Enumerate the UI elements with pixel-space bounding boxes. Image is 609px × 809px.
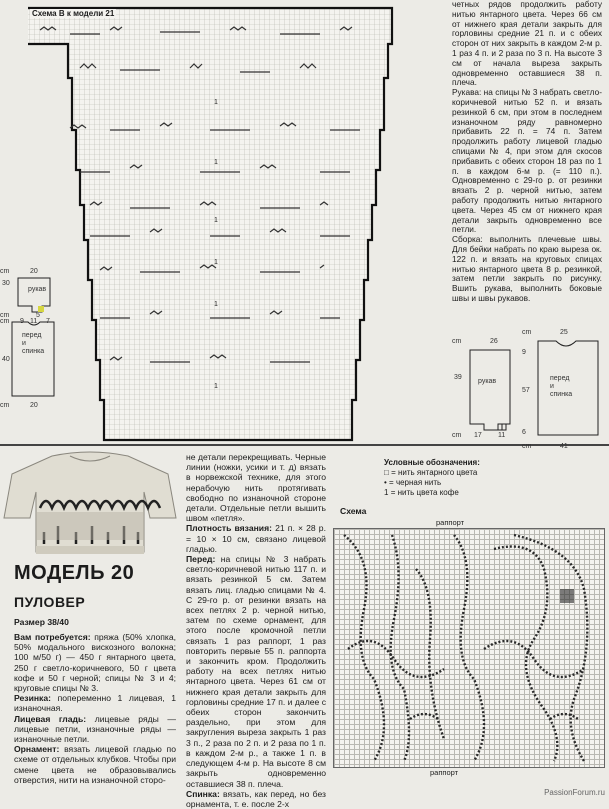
- text-paragraph: Лицевая гладь: лицевые ряды — лицевые пе…: [14, 713, 176, 745]
- body-label: перед: [22, 332, 42, 339]
- watermark: PassionForum.ru: [544, 788, 605, 797]
- dim-b1: 17: [474, 432, 482, 439]
- svg-text:1: 1: [214, 217, 218, 224]
- svg-text:1: 1: [214, 383, 218, 390]
- dim-side: 57: [522, 387, 530, 394]
- cm-label: cm: [0, 268, 10, 275]
- model-title: МОДЕЛЬ 20: [14, 562, 135, 584]
- yoke-chart-title: Схема В к модели 21: [30, 9, 117, 18]
- yoke-chart: 111 111: [28, 6, 394, 442]
- body-label: спинка: [550, 391, 573, 398]
- svg-text:1: 1: [214, 159, 218, 166]
- body-label: и: [550, 383, 554, 390]
- dim-b2: 11: [498, 432, 506, 439]
- dim-top: 26: [490, 338, 498, 345]
- divider: [0, 444, 609, 446]
- instructions-col-1: Вам потребуется: пряжа (50% хлопка, 50% …: [14, 632, 176, 785]
- sleeve-right-schematic: cm 26 39 рукав cm 17 11: [452, 330, 522, 440]
- dim-side: 6: [522, 429, 526, 436]
- rapport-top-label: раппорт: [436, 518, 465, 527]
- cm-label: cm: [452, 432, 462, 439]
- legend-item: • = черная нить: [384, 478, 442, 487]
- cm-label: cm: [0, 402, 10, 409]
- text-paragraph: Плотность вязания: 21 п. × 28 р. = 10 × …: [186, 523, 326, 554]
- size-value: 38/40: [47, 617, 69, 627]
- text-paragraph: Резинка: попеременно 1 лицевая, 1 изнано…: [14, 693, 176, 714]
- size-label: Размер: [14, 617, 45, 627]
- sweater-photo: [0, 448, 180, 560]
- svg-text:1: 1: [214, 259, 218, 266]
- body-label: перед: [550, 375, 570, 382]
- yoke-marks: 1 1 1 1 1 1: [214, 99, 218, 390]
- text-paragraph: Спинка: вязать, как перед, но без орнаме…: [186, 788, 326, 809]
- svg-text:1: 1: [214, 301, 218, 308]
- cm-label: cm: [452, 338, 462, 345]
- dim-b2: 11: [30, 318, 38, 325]
- dim-side: 30: [2, 280, 10, 287]
- instructions-col-2: не детали перекрещивать. Черные линии (н…: [186, 452, 326, 809]
- sleeve-label: рукав: [478, 378, 497, 385]
- text-paragraph: Орнамент: вязать лицевой гладью по схеме…: [14, 744, 176, 785]
- dim-top: 25: [560, 329, 568, 336]
- svg-text:1: 1: [214, 99, 218, 106]
- right-text-column: четных рядов продолжить работу нитью янт…: [452, 0, 602, 304]
- dim-bottom: 20: [30, 402, 38, 409]
- legend: Условные обозначения: □ = нить янтарного…: [384, 458, 544, 498]
- motif-scheme-grid: [333, 528, 605, 768]
- cm-label: cm: [522, 329, 532, 336]
- yoke-chart-grid: [28, 8, 392, 440]
- rapport-bottom-label: раппорт: [430, 768, 459, 777]
- legend-title: Условные обозначения:: [384, 458, 480, 467]
- text-paragraph: Сборка: выполнить плечевые швы. Для бейк…: [452, 234, 602, 303]
- motif-scheme-pattern: [343, 533, 589, 762]
- cm-label: cm: [0, 318, 10, 325]
- dim-side: 9: [522, 349, 526, 356]
- text-paragraph: Перед: на спицы № 3 набрать светло-корич…: [186, 554, 326, 789]
- text-paragraph: не детали перекрещивать. Черные линии (н…: [186, 452, 326, 524]
- sleeve-label: рукав: [28, 286, 47, 293]
- legend-item: 1 = нить цвета кофе: [384, 488, 459, 497]
- body-right-schematic: cm 25 перед и спинка 57 9 6 cm 41: [520, 325, 608, 455]
- text-paragraph: Вам потребуется: пряжа (50% хлопка, 50% …: [14, 632, 176, 694]
- text-paragraph: четных рядов продолжить работу нитью янт…: [452, 0, 602, 88]
- cm-label: cm: [0, 312, 10, 319]
- dim-side: 40: [2, 356, 10, 363]
- dim-top: 5: [36, 312, 40, 319]
- size-line: Размер 38/40: [14, 617, 69, 627]
- cm-label: cm: [522, 443, 532, 450]
- body-small-schematic: cm 5 перед и спинка 40 cm 20: [0, 312, 66, 412]
- dim-top: 20: [30, 268, 38, 275]
- yoke-motif-rows: [39, 26, 360, 363]
- scheme-title: Схема: [340, 506, 367, 516]
- body-label: спинка: [22, 348, 45, 355]
- yoke-chart-outline: [28, 6, 394, 442]
- model-subtitle: ПУЛОВЕР: [14, 594, 86, 610]
- text-paragraph: Рукава: на спицы № 3 набрать светло-кори…: [452, 87, 602, 235]
- legend-item: □ = нить янтарного цвета: [384, 468, 478, 477]
- body-label: и: [22, 340, 26, 347]
- dim-side: 39: [454, 374, 462, 381]
- dim-bottom: 41: [560, 443, 568, 450]
